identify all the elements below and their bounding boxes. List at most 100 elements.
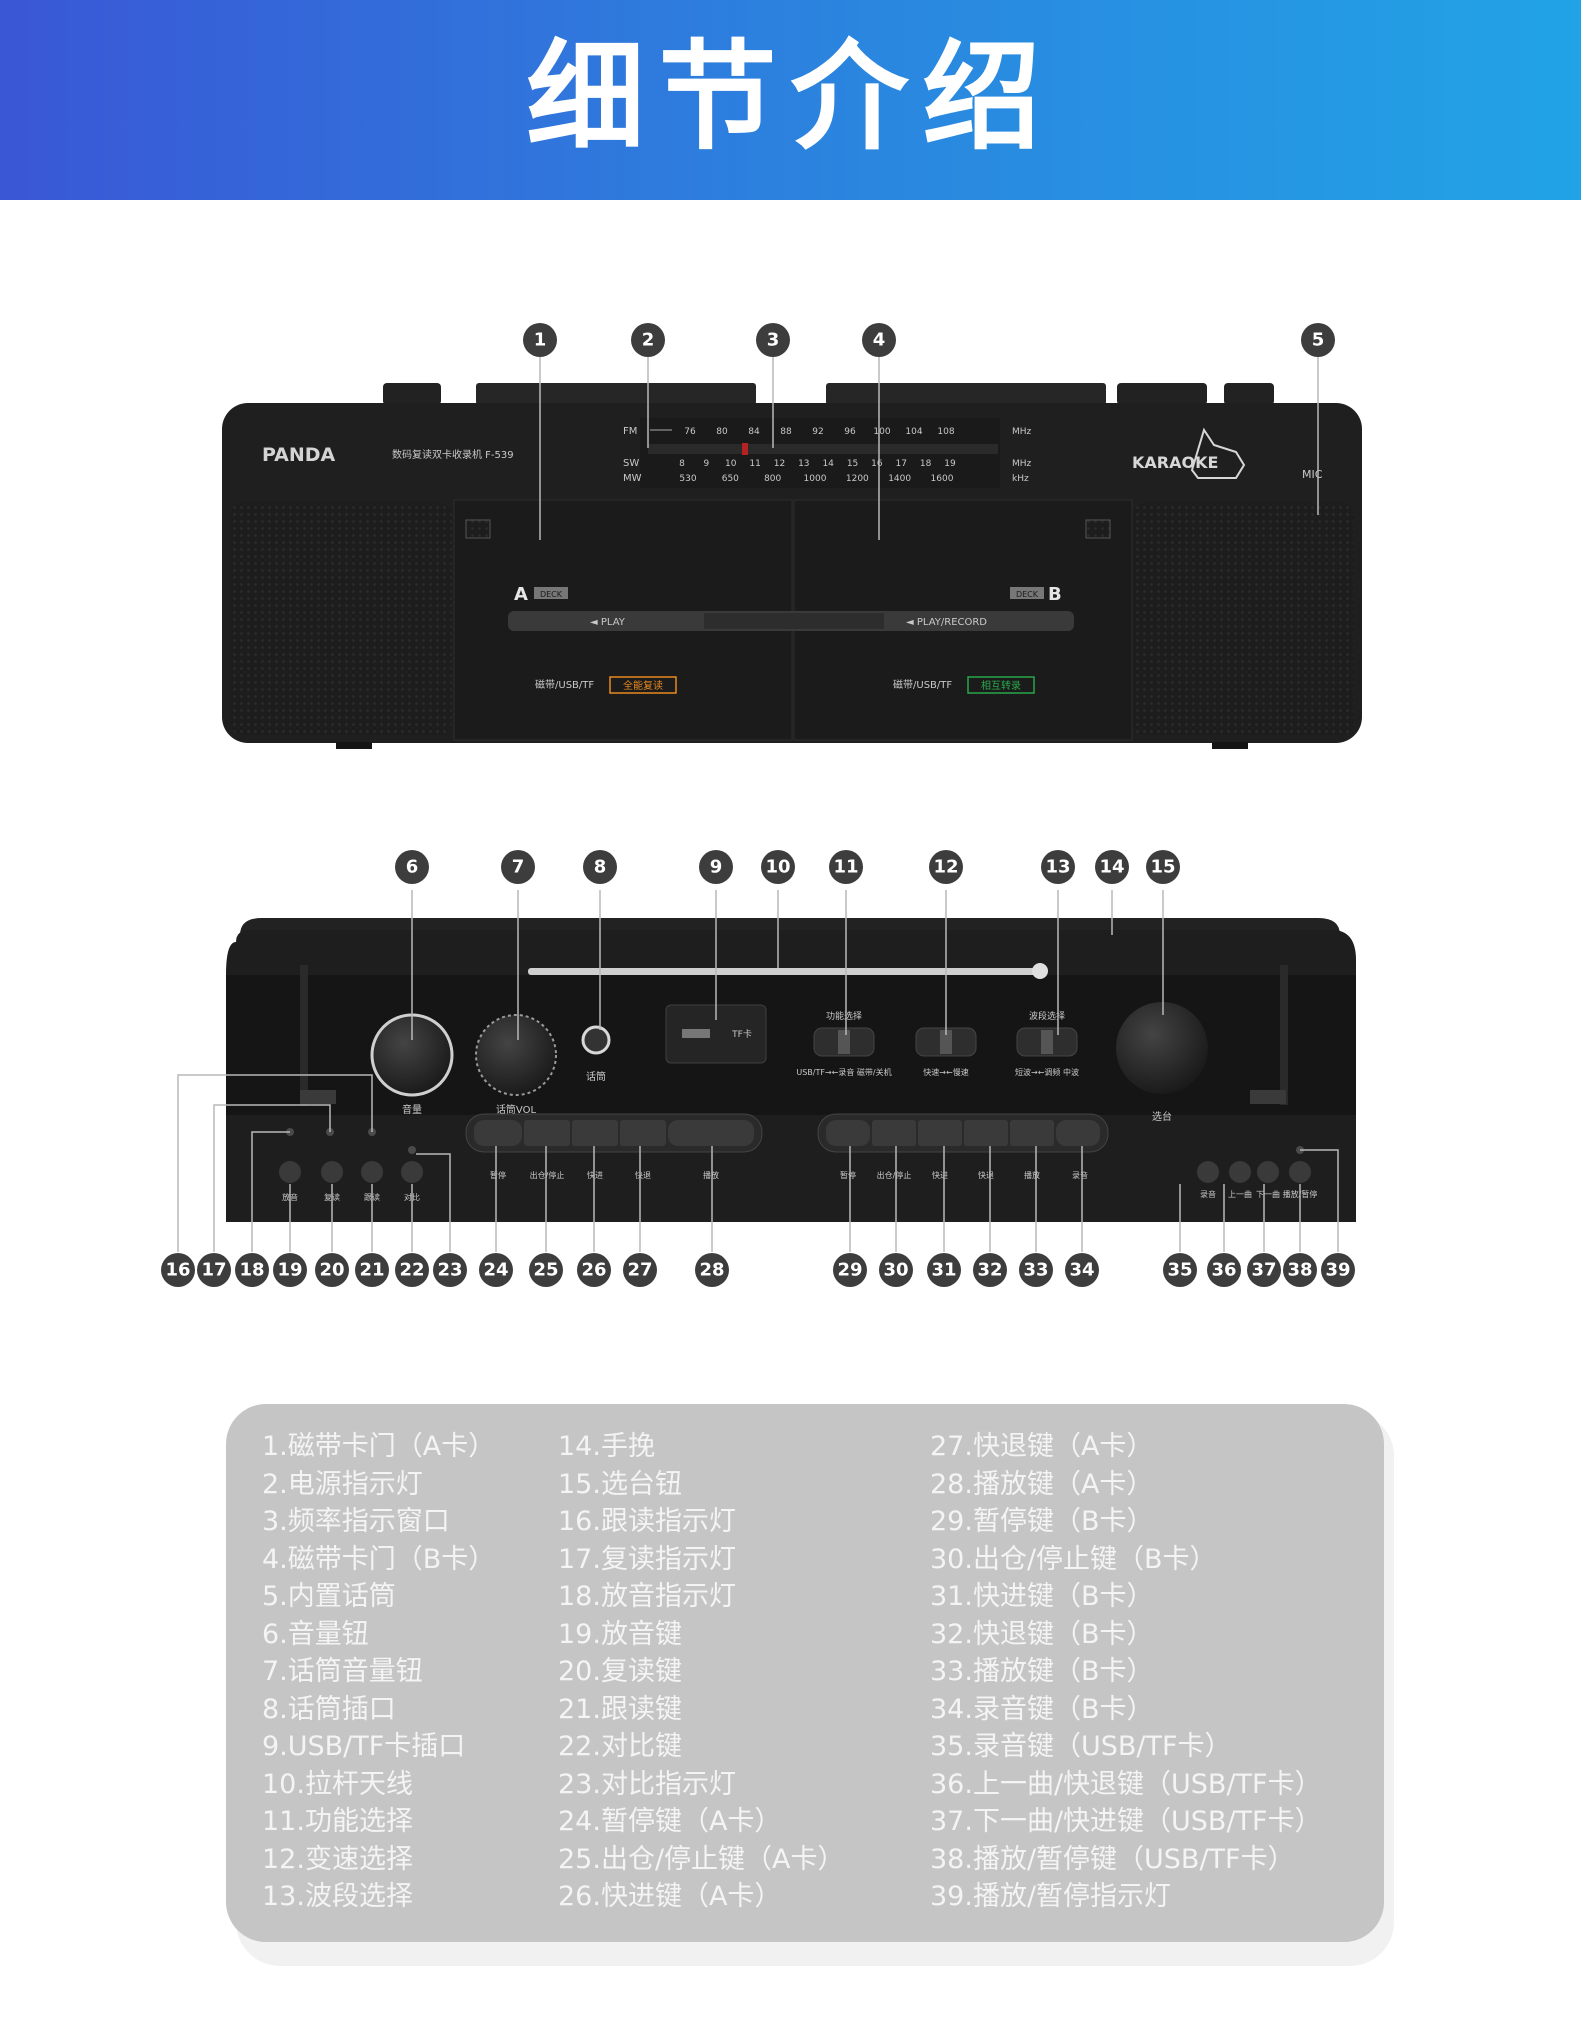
callout-number-label: 37	[1251, 1260, 1276, 1281]
callout-number-label: 18	[239, 1260, 264, 1281]
deck-b-button-label: 快退	[978, 1170, 994, 1180]
header-banner: 细节介绍	[0, 0, 1581, 200]
scale-tick-label: 1600	[931, 474, 954, 484]
svg-text:SW: SW	[623, 458, 639, 469]
legend-item: 8.话筒插口	[262, 1693, 396, 1725]
callout-number-label: 21	[359, 1260, 384, 1281]
deck-a-pause-button[interactable]	[474, 1120, 522, 1146]
svg-text:MW: MW	[623, 473, 642, 484]
callout-number-label: 22	[399, 1260, 424, 1281]
mic-jack[interactable]	[581, 1025, 611, 1055]
karaoke-logo: KARAOKE	[1132, 453, 1218, 472]
mic-volume-knob[interactable]	[475, 1014, 557, 1096]
deck-a-stop-button[interactable]	[524, 1120, 570, 1146]
callout-number-label: 2	[642, 330, 655, 351]
callout-number-label: 19	[277, 1260, 302, 1281]
usb-button-label: 下一曲	[1256, 1189, 1280, 1199]
deck-a-button-labels: 暂停出仓/停止快进快退播放	[490, 1170, 719, 1180]
tuning-knob[interactable]	[1116, 1002, 1208, 1094]
legend-item: 7.话筒音量钮	[262, 1656, 423, 1687]
deck-b-stop-button[interactable]	[872, 1120, 916, 1146]
legend-item: 11.功能选择	[262, 1806, 413, 1837]
callout-number: 14	[1095, 850, 1129, 884]
deck-b-button-label: 暂停	[840, 1170, 856, 1180]
deck-a-letter: A	[514, 584, 528, 605]
callout-number-label: 12	[933, 857, 958, 878]
function-button[interactable]	[321, 1161, 343, 1183]
usb-button[interactable]	[1289, 1161, 1311, 1183]
svg-text:音量: 音量	[402, 1103, 422, 1116]
scale-tick-label: 1200	[846, 474, 869, 484]
deck-b-button-label: 播放	[1024, 1170, 1040, 1180]
callout-number: 1	[523, 323, 557, 357]
deck-a-ff-button[interactable]	[572, 1120, 618, 1146]
callout-number: 37	[1247, 1253, 1281, 1287]
deck-a-rew-button[interactable]	[620, 1120, 666, 1146]
legend-item: 16.跟读指示灯	[558, 1506, 736, 1537]
legend-item: 31.快进键（B卡）	[930, 1581, 1154, 1612]
callout-number: 19	[273, 1253, 307, 1287]
legend-item: 18.放音指示灯	[558, 1581, 736, 1612]
scale-tick-label: 12	[774, 459, 785, 469]
svg-text:磁带/USB/TF: 磁带/USB/TF	[893, 678, 952, 691]
deck-b-pause-button[interactable]	[826, 1120, 870, 1146]
callout-number: 15	[1146, 850, 1180, 884]
legend-panel	[226, 1404, 1384, 1942]
callout-number-label: 7	[512, 857, 525, 878]
telescopic-antenna[interactable]	[528, 968, 1040, 975]
callout-number: 33	[1019, 1253, 1053, 1287]
function-button[interactable]	[279, 1161, 301, 1183]
legend-item: 27.快退键（A卡）	[930, 1431, 1154, 1462]
scale-tick-label: 92	[812, 427, 823, 437]
callout-number-label: 29	[837, 1260, 862, 1281]
usb-button-label: 上一曲	[1228, 1189, 1252, 1199]
legend-item: 37.下一曲/快进键（USB/TF卡）	[930, 1806, 1322, 1837]
callout-number-label: 14	[1099, 857, 1124, 878]
deck-b-ff-button[interactable]	[918, 1120, 962, 1146]
deck-b-play-button[interactable]	[1010, 1120, 1054, 1146]
legend-item: 24.暂停键（A卡）	[558, 1806, 782, 1837]
function-button[interactable]	[401, 1161, 423, 1183]
callout-number-label: 10	[765, 857, 790, 878]
legend-item: 29.暂停键（B卡）	[930, 1506, 1154, 1537]
usb-button[interactable]	[1197, 1161, 1219, 1183]
callout-number: 10	[761, 850, 795, 884]
legend-column-3: 27.快退键（A卡）28.播放键（A卡）29.暂停键（B卡）30.出仓/停止键（…	[930, 1428, 1322, 1916]
scale-tick-label: 96	[844, 427, 856, 437]
svg-text:功能选择: 功能选择	[826, 1010, 862, 1022]
callout-number: 18	[235, 1253, 269, 1287]
indicator-led	[408, 1146, 416, 1154]
legend-item: 9.USB/TF卡插口	[262, 1731, 466, 1762]
usb-button[interactable]	[1229, 1161, 1251, 1183]
legend-item: 3.频率指示窗口	[262, 1506, 450, 1537]
legend-item: 4.磁带卡门（B卡）	[262, 1543, 496, 1575]
mic-label: MIC	[1302, 468, 1323, 481]
deck-b-record-button[interactable]	[1056, 1120, 1100, 1146]
deck-a-button-label: 出仓/停止	[530, 1170, 565, 1180]
legend-item: 30.出仓/停止键（B卡）	[930, 1543, 1217, 1575]
legend-item: 33.播放键（B卡）	[930, 1656, 1154, 1687]
callout-number-label: 16	[165, 1260, 190, 1281]
legend-item: 38.播放/暂停键（USB/TF卡）	[930, 1843, 1295, 1875]
callout-number-label: 24	[483, 1260, 508, 1281]
legend-item: 13.波段选择	[262, 1881, 413, 1912]
brand-logo: PANDA	[262, 444, 336, 466]
callout-number-label: 27	[627, 1260, 652, 1281]
callout-number-label: 5	[1312, 330, 1325, 351]
legend-item: 10.拉杆天线	[262, 1768, 413, 1800]
deck-a-play-button[interactable]	[668, 1120, 754, 1146]
function-button[interactable]	[361, 1161, 383, 1183]
deck-b-rew-button[interactable]	[964, 1120, 1008, 1146]
callout-number: 8	[583, 850, 617, 884]
callout-number: 22	[395, 1253, 429, 1287]
callout-number: 12	[929, 850, 963, 884]
usb-button[interactable]	[1257, 1161, 1279, 1183]
scale-tick-label: 9	[703, 459, 709, 469]
callout-number: 35	[1163, 1253, 1197, 1287]
callout-number: 27	[623, 1253, 657, 1287]
svg-text:磁带/USB/TF: 磁带/USB/TF	[535, 678, 594, 691]
